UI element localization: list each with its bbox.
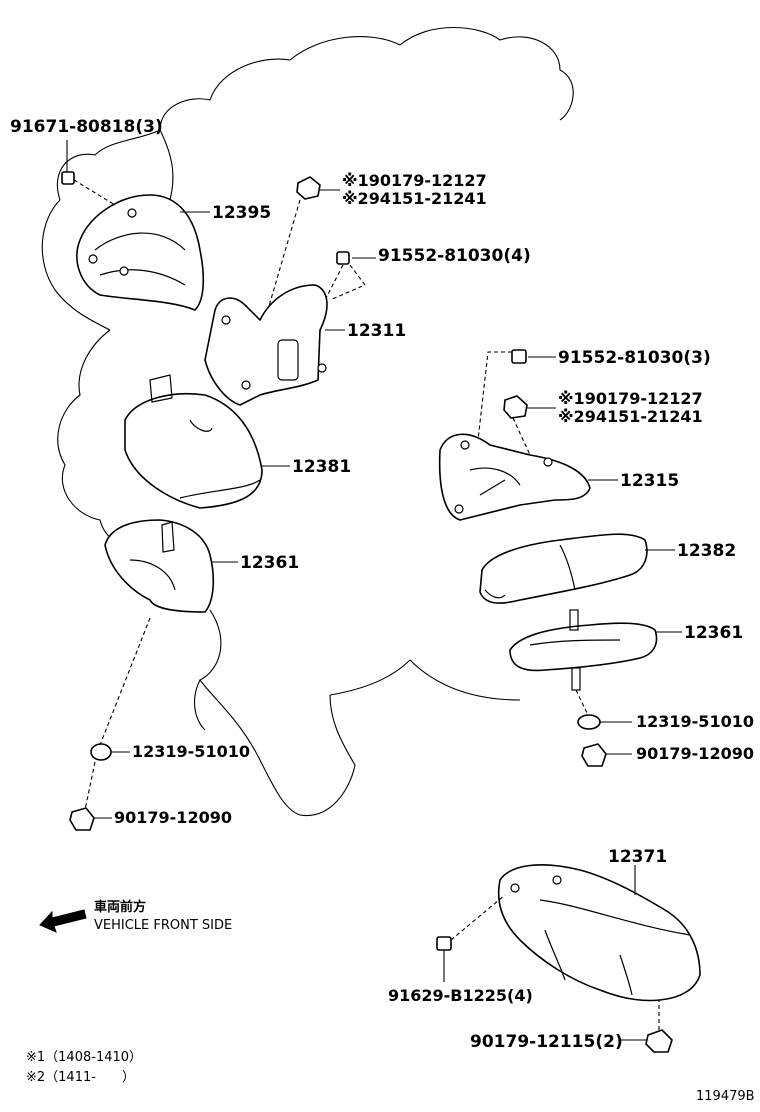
- insulator-12382-shape: [479, 533, 675, 604]
- part-label-91552-b[interactable]: 91552-81030(3): [558, 348, 711, 368]
- stopper-right-icon: [577, 714, 632, 730]
- stopper-left-icon: [84, 743, 130, 811]
- vehicle-front-arrow-icon: [39, 909, 87, 933]
- part-label-nut-left-lower[interactable]: 90179-12090: [114, 808, 232, 827]
- part-label-12381[interactable]: 12381: [292, 457, 351, 477]
- part-label-90179-12115[interactable]: 90179-12115(2): [470, 1032, 623, 1052]
- bracket-12315-shape: [438, 433, 618, 521]
- part-label-stopper-right[interactable]: 12319-51010: [636, 712, 754, 731]
- part-label-12382[interactable]: 12382: [677, 541, 736, 561]
- legend-front-en: VEHICLE FRONT SIDE: [94, 918, 232, 933]
- part-label-12371[interactable]: 12371: [608, 847, 667, 867]
- bracket-12311-shape: [204, 284, 345, 406]
- part-label-nut-upper-1[interactable]: ※190179-12127: [342, 171, 487, 190]
- part-label-nut-right-2[interactable]: ※294151-21241: [558, 407, 703, 426]
- part-label-nut-upper-2[interactable]: ※294151-21241: [342, 189, 487, 208]
- part-label-nut-right-1[interactable]: ※190179-12127: [558, 389, 703, 408]
- engine-outline: [41, 27, 574, 817]
- part-label-nut-right-lower[interactable]: 90179-12090: [636, 744, 754, 763]
- insulator-12381-shape: [124, 374, 290, 509]
- nut-right-lower-icon: [581, 743, 632, 767]
- part-label-12361-left[interactable]: 12361: [240, 553, 299, 573]
- note-2: ※2（1411- ）: [26, 1070, 135, 1085]
- insulator-12361-right-shape: [509, 609, 682, 716]
- bolt-91671-icon: [61, 140, 116, 206]
- legend-front-jp: 車両前方: [94, 899, 146, 915]
- nut-left-lower-icon: [69, 807, 112, 831]
- nut-right-icon: [503, 395, 556, 456]
- bolt-91552-b-icon: [477, 349, 556, 441]
- part-label-91629[interactable]: 91629-B1225(4): [388, 986, 533, 1005]
- diagram-id: 119479B: [696, 1089, 755, 1104]
- nut-90179-12115-icon: [620, 1000, 673, 1053]
- part-label-12395[interactable]: 12395: [212, 203, 271, 223]
- part-label-12311[interactable]: 12311: [347, 321, 406, 341]
- part-label-91552-a[interactable]: 91552-81030(4): [378, 246, 531, 266]
- bracket-12395-shape: [76, 194, 210, 311]
- part-label-stopper-left[interactable]: 12319-51010: [132, 742, 250, 761]
- bolt-91552-a-icon: [324, 251, 376, 301]
- insulator-12361-left-shape: [99, 519, 238, 746]
- note-1: ※1（1408-1410）: [26, 1050, 142, 1065]
- part-label-12361-right[interactable]: 12361: [684, 623, 743, 643]
- part-label-91671[interactable]: 91671-80818(3): [10, 117, 163, 137]
- part-label-12315[interactable]: 12315: [620, 471, 679, 491]
- bolt-91629-icon: [436, 894, 506, 982]
- member-12371-shape: [497, 864, 701, 1002]
